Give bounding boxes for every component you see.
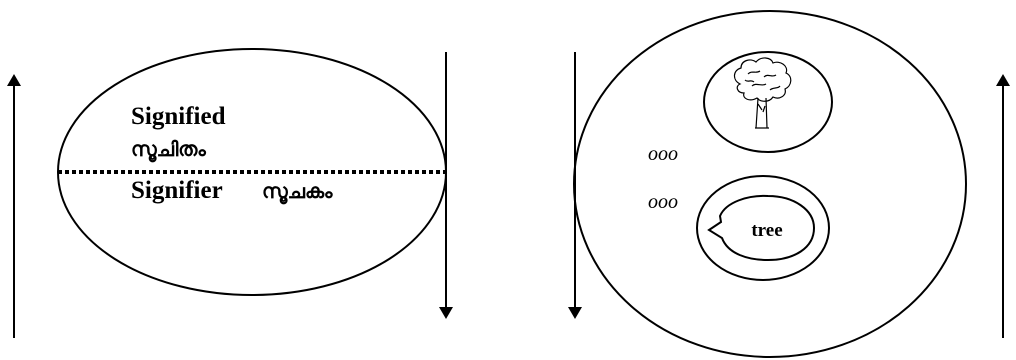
acoustic-image-ellipse: [696, 175, 830, 281]
signified-label: Signified: [131, 103, 226, 130]
concept-ooo-label: ooo: [648, 143, 678, 165]
tree-icon: [733, 57, 792, 129]
speech-word: tree: [751, 220, 782, 241]
speech-bubble: [707, 194, 816, 262]
concept-ellipse: [703, 51, 833, 153]
sign-circle: [573, 10, 967, 358]
acoustic-ooo-label: ooo: [648, 191, 678, 213]
right-sign-diagram: tree ooo ooo: [568, 10, 1010, 358]
left-sign-diagram: Signified സൂചിതം Signifier സൂചകം: [7, 48, 453, 338]
signifier-malayalam-label: സൂചകം: [262, 181, 333, 205]
signified-malayalam-label: സൂചിതം: [131, 138, 206, 163]
signifier-label: Signifier: [131, 177, 223, 204]
